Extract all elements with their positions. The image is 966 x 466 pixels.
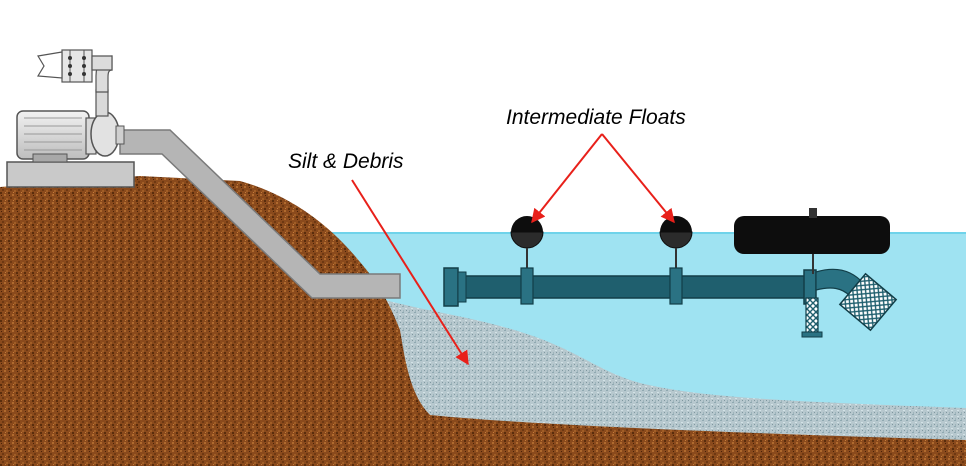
float-arrow-left (531, 133, 603, 224)
intake-pipe (443, 267, 817, 307)
motor-icon (16, 110, 90, 163)
float-icon (659, 216, 693, 305)
floats-label: Intermediate Floats (506, 106, 686, 129)
silt-layer (385, 300, 966, 440)
pump-base (6, 161, 135, 188)
check-valve-icon (61, 49, 93, 83)
pump-icon (36, 49, 125, 157)
float-arrow-right (601, 133, 675, 224)
strainer-icon (801, 268, 898, 338)
silt-arrow (351, 179, 469, 366)
silt-label: Silt & Debris (288, 150, 404, 173)
discharge-pipe (119, 129, 401, 299)
pontoon-icon (734, 208, 890, 274)
float-icon (510, 216, 544, 305)
soil-embankment (0, 176, 966, 466)
